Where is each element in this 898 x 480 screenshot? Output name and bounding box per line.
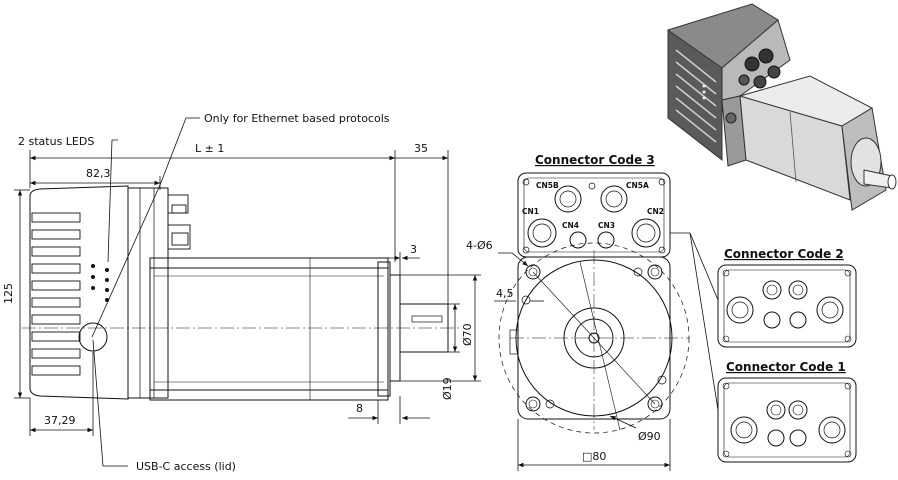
cn3-label: CN3 <box>598 221 615 230</box>
connector-code-3-title: Connector Code 3 <box>535 153 655 167</box>
dim-d70-label: Ø70 <box>461 323 474 346</box>
usb-lid <box>78 322 108 352</box>
dim-d90-label: Ø90 <box>638 430 661 443</box>
side-view <box>22 185 460 401</box>
dim-37-29-label: 37,29 <box>44 414 76 427</box>
status-led-dots <box>91 264 109 302</box>
dim-8-label: 8 <box>356 402 363 415</box>
dim-length-label: L ± 1 <box>195 142 224 155</box>
dim-125-label: 125 <box>2 283 15 304</box>
status-leds-label: 2 status LEDS <box>18 135 94 148</box>
connector-code-1-title: Connector Code 1 <box>726 360 846 374</box>
connector-code-1-panel <box>717 377 857 463</box>
cn5b-label: CN5B <box>536 181 559 190</box>
dim-4-5-label: 4,5 <box>496 287 514 300</box>
dim-82-3-label: 82,3 <box>86 167 111 180</box>
dim-d19-label: Ø19 <box>441 377 454 400</box>
top-connectors <box>167 194 191 250</box>
cn4-label: CN4 <box>562 221 579 230</box>
ethernet-note-label: Only for Ethernet based protocols <box>204 112 390 125</box>
cn5a-label: CN5A <box>626 181 649 190</box>
side-dimensions <box>14 117 481 467</box>
isometric-motor-illustration <box>667 3 897 211</box>
dim-3-label: 3 <box>410 243 417 256</box>
connector-code-2-panel <box>717 264 857 348</box>
usb-note-label: USB-C access (lid) <box>136 460 236 473</box>
front-view <box>498 172 690 434</box>
cooling-fins <box>31 212 81 376</box>
front-dimensions <box>494 232 719 471</box>
cn2-label: CN2 <box>647 207 664 216</box>
dim-4-d6-label: 4-Ø6 <box>466 239 493 252</box>
dim-35-label: 35 <box>414 142 428 155</box>
cn1-label: CN1 <box>522 207 539 216</box>
connector-code-2-title: Connector Code 2 <box>724 247 844 261</box>
dim-sq80-label: □80 <box>582 450 606 463</box>
